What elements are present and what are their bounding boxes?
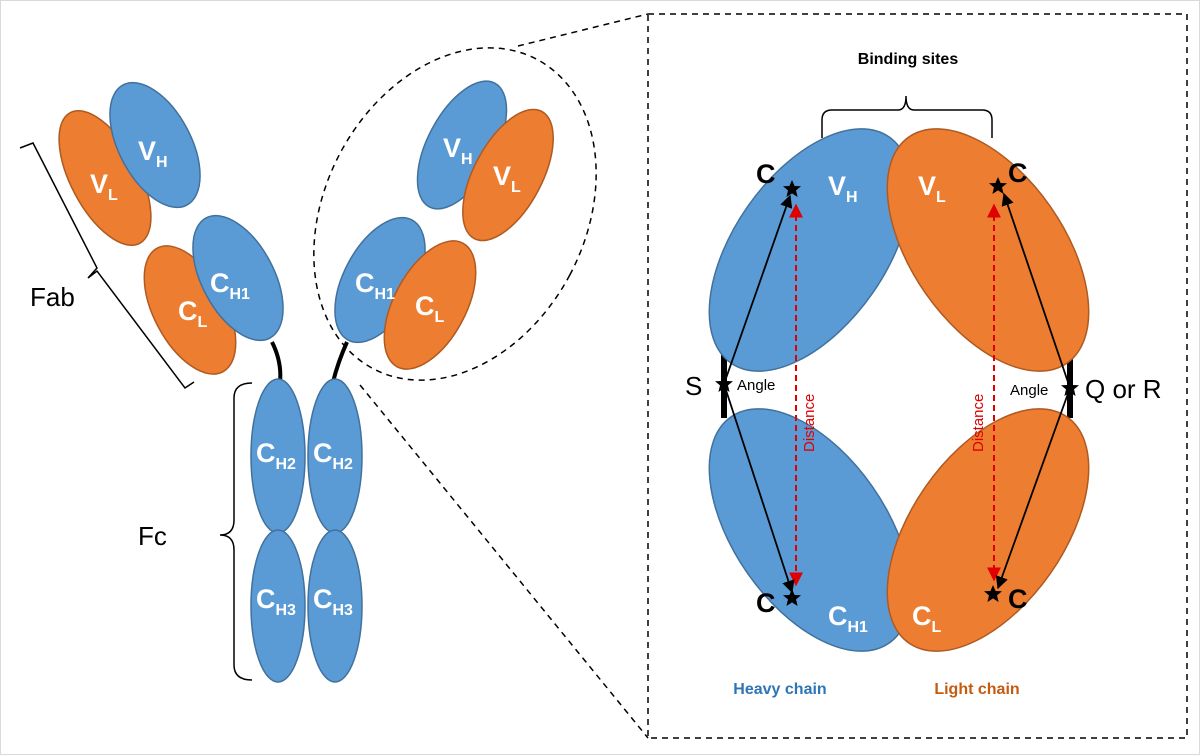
vh-label: VH [443, 133, 473, 168]
left-fab-arm: VH VL CH1 CL [58, 81, 284, 375]
light-angle-arrow-up [1001, 192, 1071, 389]
vh-domain [109, 81, 201, 209]
ch1-domain [192, 214, 284, 342]
detail-vh-label: VH [828, 171, 858, 206]
ch3-domain [307, 529, 363, 683]
heavy-angle-arrow-down [723, 383, 795, 594]
light-angle-label: Angle [1010, 382, 1048, 399]
ch3-label: CH3 [313, 584, 353, 619]
star-icon [984, 585, 1002, 602]
heavy-distance-label: Distance [801, 394, 818, 452]
light-chain-label: Light chain [934, 681, 1019, 698]
cl-domain [383, 240, 477, 370]
zoom-callout [313, 47, 597, 381]
ch3-label: CH3 [256, 584, 296, 619]
detail-ch1-label: CH1 [828, 601, 868, 636]
light-distance-label: Distance [970, 394, 987, 452]
light-hinge-residue: Q or R [1085, 374, 1162, 404]
ch1-label: CH1 [355, 268, 395, 303]
zoom-connector-bottom [359, 384, 649, 739]
fab-label: Fab [30, 282, 75, 312]
zoom-connector-top [517, 13, 649, 47]
binding-sites-label: Binding sites [858, 51, 959, 68]
star-markers [715, 177, 1079, 606]
vh-label: VH [138, 136, 168, 171]
vl-label: VL [90, 169, 118, 204]
detail-vl-label: VL [918, 171, 946, 206]
binding-sites-brace [821, 95, 993, 138]
vl-domain [462, 108, 554, 242]
ch2-label: CH2 [313, 438, 353, 473]
star-icon [783, 180, 801, 197]
heavy-ch1-domain [708, 408, 912, 652]
fc-region: CH2 CH2 CH3 CH3 [250, 378, 363, 683]
cl-label: CL [415, 291, 445, 326]
detail-panel [647, 13, 1188, 739]
ch2-label: CH2 [256, 438, 296, 473]
heavy-angle-label: Angle [737, 377, 775, 394]
light-c-bottom-label: C [1008, 584, 1028, 614]
fc-bracket [219, 382, 253, 681]
right-hinge-line [331, 341, 349, 383]
cl-label: CL [178, 296, 208, 331]
right-fab-arm: VH VL CH1 CL [334, 80, 554, 370]
star-icon [989, 177, 1007, 194]
ch3-domain [250, 529, 306, 683]
detail-cl-label: CL [912, 601, 942, 636]
ch1-label: CH1 [210, 268, 250, 303]
star-icon [783, 589, 801, 606]
star-icon [715, 375, 733, 392]
left-hinge-line [270, 341, 283, 383]
vl-label: VL [493, 161, 521, 196]
light-c-top-label: C [1008, 158, 1028, 188]
fab-bracket [19, 142, 195, 390]
star-icon [1061, 379, 1079, 396]
heavy-chain-label: Heavy chain [733, 681, 826, 698]
heavy-hinge-residue: S [685, 371, 702, 401]
light-angle-arrow-down [995, 387, 1071, 590]
heavy-angle-arrow-up [723, 194, 793, 385]
fc-label: Fc [138, 521, 167, 551]
heavy-c-bottom-label: C [756, 588, 776, 618]
heavy-c-top-label: C [756, 159, 776, 189]
